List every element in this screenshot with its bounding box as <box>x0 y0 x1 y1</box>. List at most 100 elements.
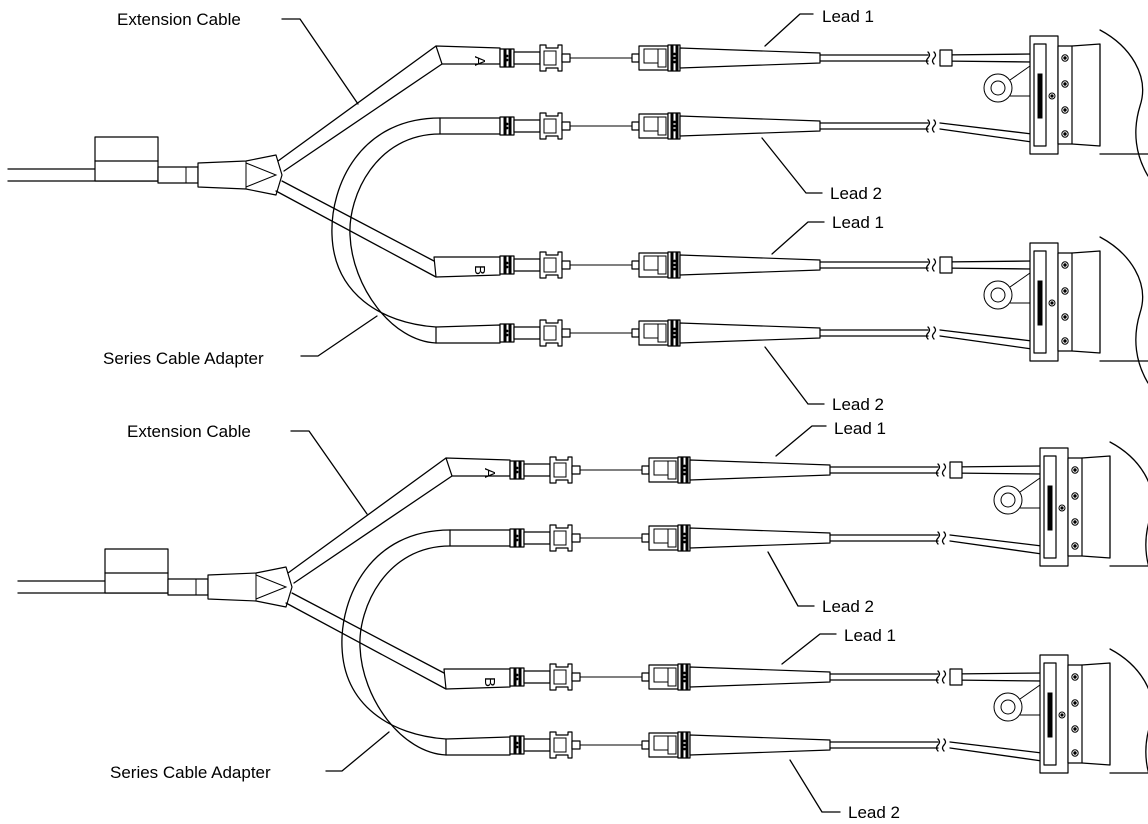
lead-body <box>689 734 831 756</box>
strain-clip <box>949 461 963 479</box>
adapter-connector <box>499 44 571 72</box>
series-adapter-boot-upper <box>449 529 511 547</box>
branch-b-boot <box>433 256 501 278</box>
adapter-connector <box>499 319 571 347</box>
extension-cable-leader <box>290 430 368 515</box>
lead-wire-body <box>819 122 929 130</box>
ring-lead <box>1009 65 1031 97</box>
ring-lead <box>1019 684 1041 716</box>
assembly-2-labels: Extension Cable Lead 1 Lead 2 Lead 1 Ser… <box>110 419 900 822</box>
lead-connector <box>631 44 681 72</box>
port-a-label: A <box>471 56 488 66</box>
extension-cable-label: Extension Cable <box>127 422 251 441</box>
break-mark <box>925 258 937 272</box>
lead-connector <box>641 456 691 484</box>
lead2-leader <box>764 346 825 405</box>
y-splitter-hub <box>207 566 293 608</box>
lead-to-header <box>949 672 1043 682</box>
series-cable-adapter-label: Series Cable Adapter <box>110 763 271 782</box>
lead1-label: Lead 1 <box>834 419 886 438</box>
ring-terminal <box>993 692 1023 722</box>
extension-cable-leader <box>281 18 359 105</box>
adapter-connector <box>509 663 581 691</box>
lead-wire-body <box>819 329 929 337</box>
series-adapter-leader <box>325 731 390 772</box>
series-adapter-cable-inner <box>359 545 451 756</box>
series-cable-adapter-label: Series Cable Adapter <box>103 349 264 368</box>
branch-a-cable <box>287 457 453 584</box>
branch-b-boot <box>443 668 511 690</box>
series-adapter-boot-lower <box>435 324 501 344</box>
lead-body <box>679 47 821 69</box>
device-outline <box>1109 441 1148 567</box>
assembly-1-labels: Extension Cable Lead 1 Lead 2 Lead 1 Ser… <box>103 7 884 414</box>
lead-connector <box>641 731 691 759</box>
strain-clip <box>939 49 953 67</box>
cable-assembly-2: AB <box>17 441 1148 774</box>
series-adapter-boot-lower <box>445 736 511 756</box>
device-header <box>1039 447 1111 567</box>
device-outline <box>1109 648 1148 774</box>
port-a-label: A <box>481 468 498 478</box>
lead-connector <box>631 112 681 140</box>
series-adapter-cable <box>341 529 451 740</box>
cable-assembly-1: AB <box>7 29 1148 384</box>
lead-wire-body <box>819 54 929 62</box>
ring-terminal <box>983 73 1013 103</box>
device-outline <box>1099 236 1148 384</box>
adapter-connector <box>509 524 581 552</box>
ring-lead <box>1009 272 1031 304</box>
lead2-leader <box>789 759 841 813</box>
series-adapter-cable-inner <box>349 133 441 344</box>
lead-to-header <box>949 465 1043 475</box>
device-outline <box>1099 29 1148 177</box>
lead2-leader <box>767 551 815 607</box>
device-header <box>1029 35 1101 155</box>
cable-label-tag <box>94 136 159 182</box>
lead-wire-body <box>829 673 939 681</box>
y-splitter-hub <box>197 154 283 196</box>
lead-to-header <box>939 53 1033 63</box>
lead-to-header <box>939 260 1033 270</box>
break-mark <box>925 326 937 340</box>
lead2-label: Lead 2 <box>822 597 874 616</box>
hub-detail <box>245 161 278 189</box>
lead2-label: Lead 2 <box>848 803 900 822</box>
device-header <box>1039 654 1111 774</box>
branch-b-cable <box>275 180 437 278</box>
lead-connector <box>641 524 691 552</box>
lead-to-header <box>939 122 1033 143</box>
lead-body <box>689 666 831 688</box>
ring-terminal-hole <box>990 80 1006 96</box>
lead-to-header <box>939 329 1033 350</box>
adapter-connector <box>509 456 581 484</box>
lead1-label: Lead 1 <box>844 626 896 645</box>
lead-wire-body <box>829 741 939 749</box>
lead-connector <box>631 319 681 347</box>
extension-cable-label: Extension Cable <box>117 10 241 29</box>
trunk-sleeve <box>167 578 209 596</box>
lead-wire-body <box>829 534 939 542</box>
lead1-leader <box>764 13 814 47</box>
device-header <box>1029 242 1101 362</box>
lead-body <box>679 254 821 276</box>
adapter-connector <box>499 112 571 140</box>
series-adapter-boot-upper <box>439 117 501 135</box>
branch-a-boot <box>435 45 501 65</box>
ring-terminal-hole <box>1000 699 1016 715</box>
lead1-leader <box>775 425 827 457</box>
ring-terminal-hole <box>1000 492 1016 508</box>
lead1-leader <box>781 633 837 665</box>
break-mark <box>935 463 947 477</box>
lead-wire-body <box>829 466 939 474</box>
adapter-connector <box>509 731 581 759</box>
branch-a-boot <box>445 457 511 477</box>
lead-body <box>679 115 821 137</box>
lead-wire-body <box>819 261 929 269</box>
port-b-label: B <box>481 677 498 687</box>
hub-detail <box>255 573 288 601</box>
branch-b-cable <box>285 592 447 690</box>
cable-label-tag <box>104 548 169 594</box>
